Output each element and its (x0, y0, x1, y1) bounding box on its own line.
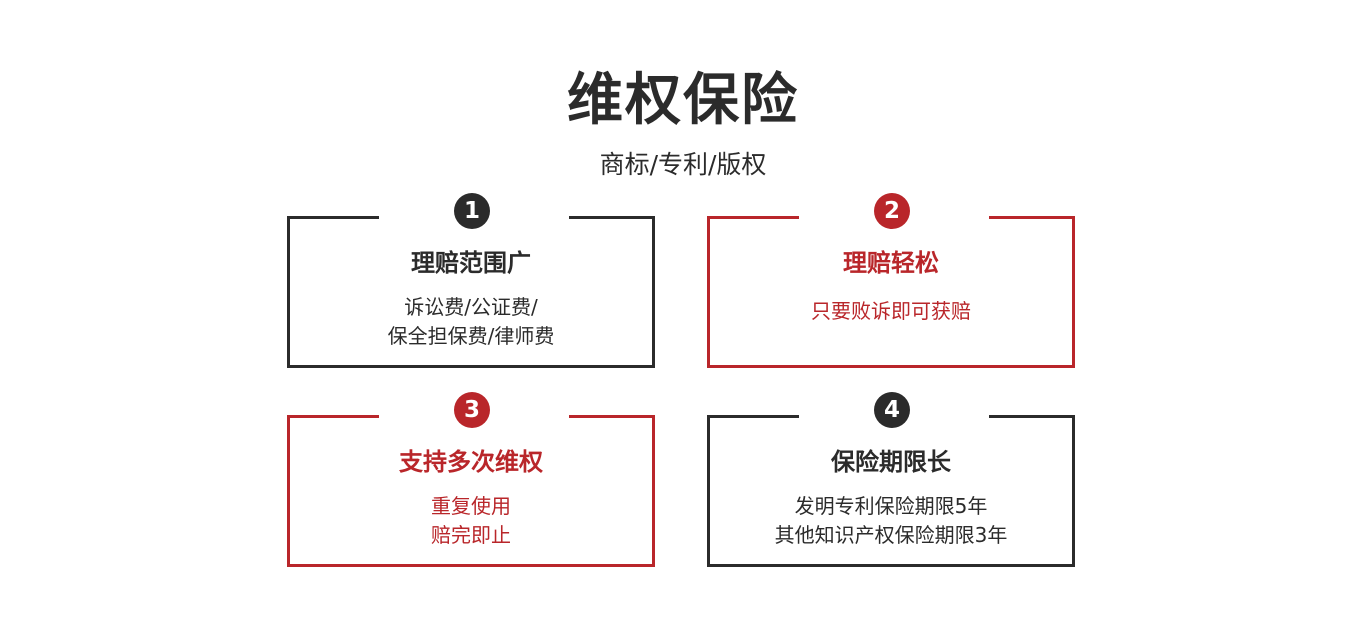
feature-card-multiple-claims: 3 支持多次维权 重复使用 赔完即止 (287, 392, 655, 567)
card-description: 发明专利保险期限5年 其他知识产权保险期限3年 (710, 492, 1072, 550)
card-description: 重复使用 赔完即止 (290, 492, 652, 550)
card-description-line: 其他知识产权保险期限3年 (774, 523, 1008, 547)
card-description-line: 赔完即止 (431, 523, 511, 547)
card-description: 只要败诉即可获赔 (710, 297, 1072, 326)
number-badge: 1 (454, 193, 490, 229)
card-description-line: 重复使用 (431, 494, 511, 518)
card-title: 理赔范围广 (411, 249, 531, 277)
card-description-line: 诉讼费/公证费/ (404, 295, 538, 319)
card-description: 诉讼费/公证费/ 保全担保费/律师费 (290, 293, 652, 351)
number-badge: 3 (454, 392, 490, 428)
card-title: 理赔轻松 (843, 249, 939, 277)
feature-card-claim-scope: 1 理赔范围广 诉讼费/公证费/ 保全担保费/律师费 (287, 193, 655, 368)
card-description-line: 只要败诉即可获赔 (811, 299, 971, 323)
page-title: 维权保险 (567, 68, 799, 133)
card-title: 保险期限长 (831, 448, 951, 476)
card-title: 支持多次维权 (399, 448, 543, 476)
page-subtitle: 商标/专利/版权 (599, 150, 767, 179)
number-badge: 2 (874, 193, 910, 229)
card-description-line: 发明专利保险期限5年 (794, 494, 988, 518)
card-description-line: 保全担保费/律师费 (387, 324, 555, 348)
feature-card-long-term: 4 保险期限长 发明专利保险期限5年 其他知识产权保险期限3年 (707, 392, 1075, 567)
number-badge: 4 (874, 392, 910, 428)
feature-card-easy-claim: 2 理赔轻松 只要败诉即可获赔 (707, 193, 1075, 368)
